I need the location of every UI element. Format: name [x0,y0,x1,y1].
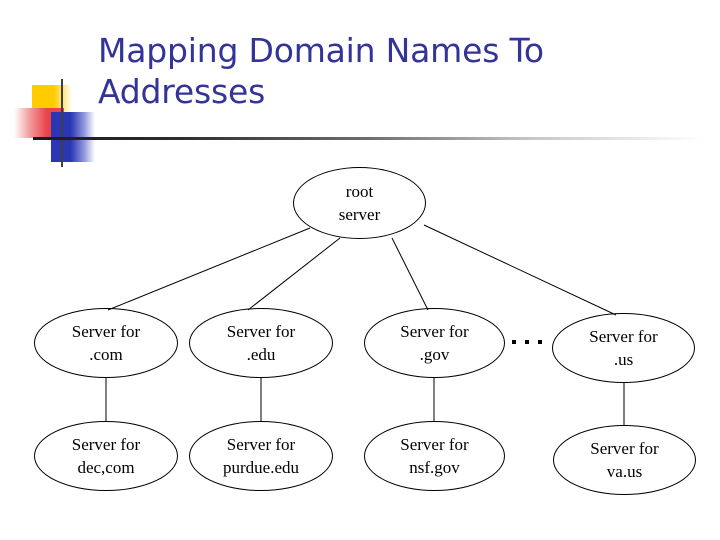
title-underline-rule [33,137,705,140]
ellipsis-dot-1 [512,340,516,344]
node-server-edu-line2: .edu [246,345,276,364]
ellipsis-dot-2 [525,340,529,344]
node-server-us-line1: Server for [589,327,658,346]
node-server-dec-com-line2: dec,com [77,458,135,477]
page-title: Mapping Domain Names To Addresses [98,31,544,111]
node-server-us[interactable]: Server for .us [552,313,695,383]
node-server-va-us-line2: va.us [606,462,643,481]
node-server-com-line1: Server for [71,322,141,341]
decor-vertical-line [61,79,63,167]
node-server-edu[interactable]: Server for .edu [189,308,333,378]
ellipsis-more-tlds [512,340,542,344]
edge-root-to-edu [247,237,341,311]
node-server-nsf-gov[interactable]: Server for nsf.gov [364,421,505,491]
ellipsis-dot-3 [538,340,542,344]
node-server-dec-com-line1: Server for [71,435,141,454]
node-server-purdue-edu-line2: purdue.edu [222,458,299,477]
node-root-line2: server [338,205,381,224]
node-server-edu-line1: Server for [226,322,296,341]
node-server-com-line2: .com [89,345,123,364]
node-server-va-us-line1: Server for [590,439,659,458]
node-server-nsf-gov-line2: nsf.gov [409,458,460,477]
edge-root-to-com [107,227,311,311]
edge-root-to-gov [391,237,429,311]
node-root-server[interactable]: root server [293,167,426,239]
node-server-com[interactable]: Server for .com [34,308,178,378]
node-server-us-line2: .us [613,350,634,369]
node-server-gov-line1: Server for [400,322,469,341]
node-root-line1: root [345,182,374,201]
node-server-purdue-edu[interactable]: Server for purdue.edu [189,421,333,491]
node-server-gov[interactable]: Server for .gov [364,308,505,378]
node-server-gov-line2: .gov [419,345,450,364]
node-server-nsf-gov-line1: Server for [400,435,469,454]
edge-root-to-us [423,224,617,316]
node-server-va-us[interactable]: Server for va.us [553,425,696,495]
node-server-purdue-edu-line1: Server for [226,435,296,454]
node-server-dec-com[interactable]: Server for dec,com [34,421,178,491]
